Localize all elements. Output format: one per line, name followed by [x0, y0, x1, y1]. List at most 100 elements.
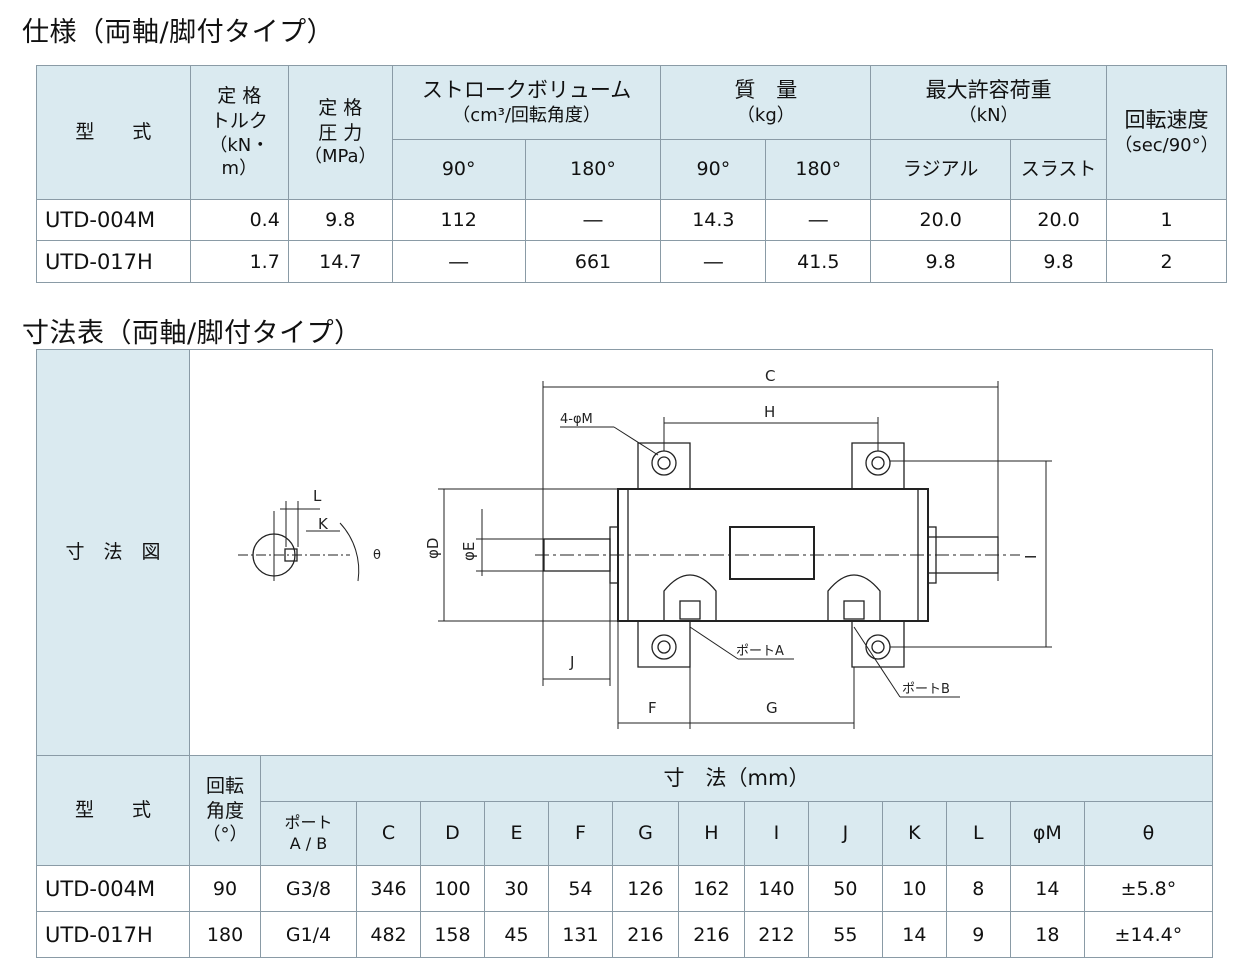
- dims-header-col: C: [356, 801, 421, 866]
- dims-figure-label: 寸 法 図: [35, 349, 191, 756]
- spec-header-sv180: 180°: [524, 139, 662, 200]
- dim-cell: ±14.4°: [1083, 911, 1214, 958]
- spec-header-m90: 90°: [660, 139, 767, 200]
- dim-cell: 346: [356, 865, 421, 912]
- pressure-cell: 14.7: [287, 240, 393, 283]
- table-row: UTD-004M 0.4 9.8 112 ― 14.3 ― 20.0 20.0 …: [36, 199, 1228, 241]
- label-L: L: [313, 487, 322, 505]
- thrust-cell: 9.8: [1010, 240, 1107, 283]
- mass-180-cell: ―: [765, 199, 872, 241]
- table-row: UTD-017H 180 G1/4 482 158 45 131 216 216…: [35, 911, 1214, 958]
- spec-header-speed: 回転速度（sec/90°）: [1105, 65, 1228, 200]
- spec-header-stroke: ストロークボリューム（cm³/回転角度）: [391, 65, 662, 140]
- spec-header-pressure: 定 格圧 力 （MPa）: [287, 65, 393, 200]
- dim-cell: 212: [743, 911, 809, 958]
- dim-cell: 14: [1009, 865, 1085, 912]
- stroke-180-cell: 661: [524, 240, 662, 283]
- label-J: J: [569, 653, 574, 671]
- dims-header-col: L: [945, 801, 1011, 866]
- dim-cell: 45: [483, 911, 549, 958]
- dim-cell: 9: [945, 911, 1011, 958]
- pressure-cell: 9.8: [287, 199, 393, 241]
- speed-cell: 1: [1105, 199, 1228, 241]
- dim-cell: 158: [419, 911, 485, 958]
- port-cell: G3/8: [260, 865, 357, 912]
- dims-header-col: H: [677, 801, 745, 866]
- label-port-a: ポートA: [736, 644, 784, 659]
- spec-header-mass: 質 量（kg）: [660, 65, 872, 140]
- label-C: C: [765, 367, 775, 385]
- mass-90-cell: 14.3: [660, 199, 767, 241]
- spec-header-thrust: スラスト: [1010, 139, 1107, 200]
- spec-header-load: 最大許容荷重（kN）: [870, 65, 1107, 140]
- stroke-90-cell: ―: [391, 240, 526, 283]
- angle-cell: 180: [189, 911, 262, 958]
- table-row: UTD-017H 1.7 14.7 ― 661 ― 41.5 9.8 9.8 2: [36, 240, 1228, 283]
- dim-cell: 126: [611, 865, 679, 912]
- dims-header-col: F: [547, 801, 613, 866]
- dim-cell: 140: [743, 865, 809, 912]
- label-D: φD: [424, 537, 442, 558]
- dims-header-col: D: [419, 801, 485, 866]
- angle-cell: 90: [189, 865, 262, 912]
- dim-cell: 18: [1009, 911, 1085, 958]
- speed-cell: 2: [1105, 240, 1228, 283]
- spec-header-sv90: 90°: [391, 139, 526, 200]
- dims-header-model: 型 式: [35, 755, 191, 866]
- spec-heading: 仕様（両軸/脚付タイプ）: [22, 17, 335, 48]
- port-cell: G1/4: [260, 911, 357, 958]
- dim-cell: 14: [881, 911, 947, 958]
- thrust-cell: 20.0: [1010, 199, 1107, 241]
- dim-cell: 216: [677, 911, 745, 958]
- spec-header-m180: 180°: [765, 139, 872, 200]
- dims-heading: 寸法表（両軸/脚付タイプ）: [22, 318, 362, 349]
- label-I: I: [1022, 554, 1040, 558]
- dim-cell: 216: [611, 911, 679, 958]
- dims-header-col: E: [483, 801, 549, 866]
- label-E: φE: [460, 541, 478, 560]
- label-G: G: [766, 699, 778, 717]
- radial-cell: 20.0: [870, 199, 1012, 241]
- label-F: F: [648, 699, 657, 717]
- dimension-drawing: L K θ C H 4-φM: [189, 349, 1213, 756]
- dim-cell: 8: [945, 865, 1011, 912]
- dim-cell: 55: [807, 911, 883, 958]
- dims-header-col: I: [743, 801, 809, 866]
- torque-cell: 0.4: [189, 199, 289, 241]
- label-M: 4-φM: [560, 412, 593, 427]
- label-K: K: [318, 515, 329, 533]
- dims-header-dimensions: 寸 法（mm）: [260, 755, 1213, 802]
- dims-header-col: J: [807, 801, 883, 866]
- model-cell: UTD-017H: [35, 911, 191, 958]
- dims-header-col: θ: [1083, 801, 1214, 866]
- stroke-90-cell: 112: [391, 199, 526, 241]
- dim-cell: 100: [419, 865, 485, 912]
- label-theta: θ: [373, 548, 381, 563]
- radial-cell: 9.8: [870, 240, 1012, 283]
- dims-table: 寸 法 図 L K θ C: [35, 349, 1214, 958]
- dim-cell: 50: [807, 865, 883, 912]
- dim-cell: ±5.8°: [1083, 865, 1214, 912]
- model-cell: UTD-004M: [35, 865, 191, 912]
- mass-180-cell: 41.5: [765, 240, 872, 283]
- dims-header-col: G: [611, 801, 679, 866]
- dims-header-col: φM: [1009, 801, 1085, 866]
- torque-cell: 1.7: [189, 240, 289, 283]
- dims-header-col: K: [881, 801, 947, 866]
- spec-header-radial: ラジアル: [870, 139, 1012, 200]
- table-row: UTD-004M 90 G3/8 346 100 30 54 126 162 1…: [35, 865, 1214, 912]
- actuator-drawing: L K θ C H 4-φM: [238, 367, 1053, 729]
- stroke-180-cell: ―: [524, 199, 662, 241]
- label-H: H: [764, 403, 775, 421]
- spec-header-torque: 定 格トルク （kN・m）: [189, 65, 289, 200]
- dim-cell: 162: [677, 865, 745, 912]
- dim-cell: 482: [356, 911, 421, 958]
- dim-cell: 131: [547, 911, 613, 958]
- model-cell: UTD-017H: [36, 240, 191, 283]
- model-cell: UTD-004M: [36, 199, 191, 241]
- spec-table: 型 式 定 格トルク （kN・m） 定 格圧 力 （MPa） ストロークボリュー…: [36, 65, 1228, 283]
- dims-header-angle: 回転角度（°）: [189, 755, 262, 866]
- mass-90-cell: ―: [660, 240, 767, 283]
- dim-cell: 54: [547, 865, 613, 912]
- spec-header-model: 型 式: [36, 65, 191, 200]
